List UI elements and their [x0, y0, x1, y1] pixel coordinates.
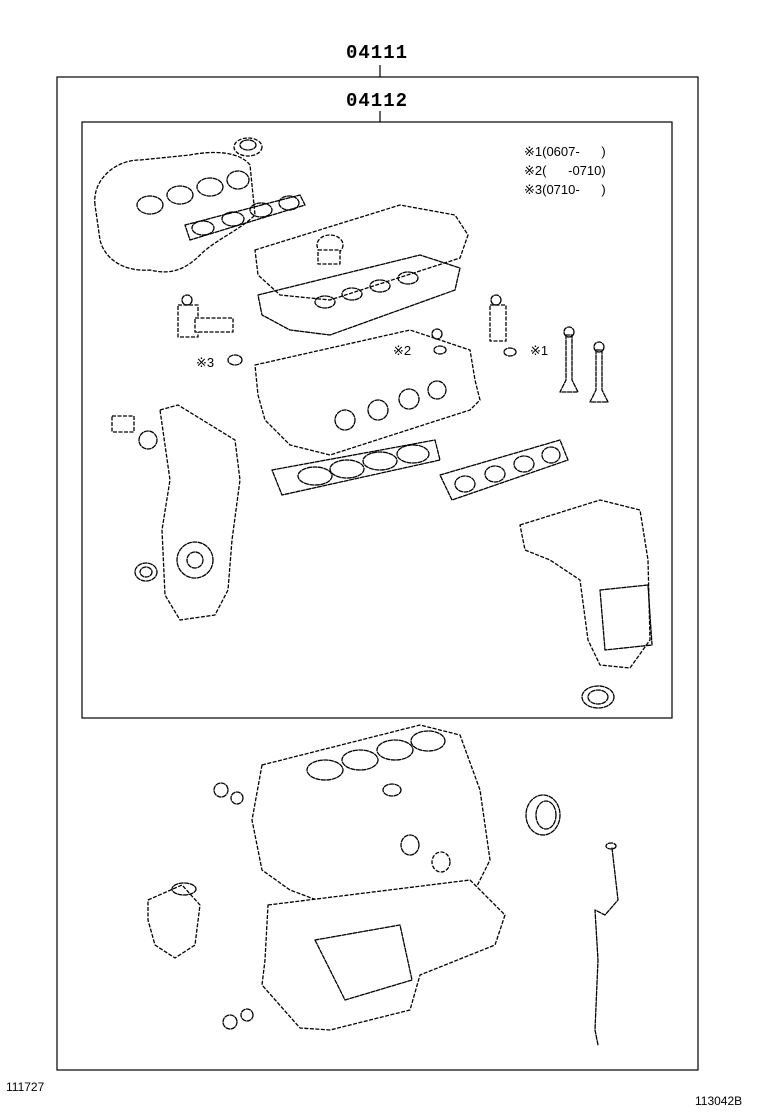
cylinder-head-cover: [254, 204, 469, 301]
water-inlet-gasket: [111, 415, 158, 450]
rear-oil-seal: [525, 794, 561, 836]
note-2: ※2( -0710): [524, 163, 606, 178]
intake-manifold: [94, 151, 256, 273]
head-cover-gasket: [257, 254, 461, 336]
oil-filler-cap: [233, 137, 263, 157]
engine-valves: [559, 326, 609, 403]
fuel-injector: [489, 294, 517, 357]
crankshaft-front-seal: [134, 562, 158, 582]
exhaust-manifold-gasket: [439, 439, 569, 501]
timing-chain-cover: [159, 404, 241, 621]
cylinder-head-gasket: [271, 439, 441, 496]
oil-control-valve: [177, 294, 243, 366]
block-plugs: [213, 782, 244, 805]
intake-manifold-gasket: [184, 194, 306, 241]
note-1: ※1(0607- ): [524, 144, 606, 159]
inner-kit-part-number: 04112: [346, 90, 409, 112]
cylinder-head: [254, 328, 481, 456]
illustration-code-left: 111727: [6, 1080, 45, 1094]
drain-plug-gaskets: [222, 1008, 254, 1030]
callout-2: ※2: [393, 343, 412, 358]
illustration-code-right: 113042B: [695, 1094, 743, 1108]
water-pump: [147, 882, 201, 959]
inner-kit-frame: [81, 121, 673, 719]
cylinder-block: [251, 724, 491, 906]
oil-pan: [261, 879, 506, 1031]
oil-dipstick-tube: [594, 842, 619, 1046]
outer-kit-frame: [56, 76, 699, 1071]
exhaust-manifold-converter: [519, 499, 653, 709]
callout-3: ※3: [196, 355, 215, 370]
outer-kit-part-number: 04111: [346, 42, 409, 64]
callout-1: ※1: [530, 343, 549, 358]
note-3: ※3(0710- ): [524, 182, 606, 197]
